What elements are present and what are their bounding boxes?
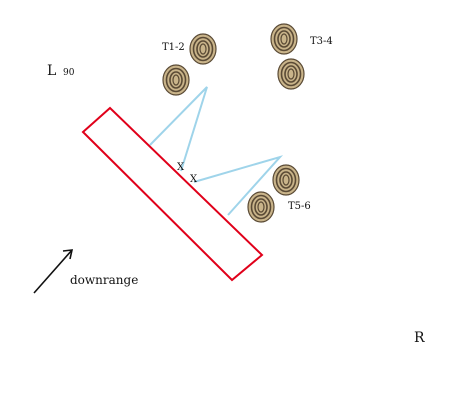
sight-line-t5-6 [193, 155, 284, 216]
shooter-mark-1: X [177, 162, 185, 173]
target-t5-lower [247, 191, 275, 223]
label-left-side: L [47, 63, 57, 79]
target-t3-upper [270, 23, 298, 55]
target-t1-lower [162, 64, 190, 96]
target-center [257, 201, 265, 213]
target-t5-upper [272, 164, 300, 196]
target-center [282, 174, 290, 186]
label-right-side: R [414, 330, 425, 346]
label-target-group-1: T1-2 [162, 42, 185, 53]
label-target-group-2: T3-4 [310, 36, 333, 47]
target-t1-upper [189, 33, 217, 65]
sight-line-t1-2 [149, 86, 208, 172]
target-center [199, 43, 207, 55]
target-center [172, 74, 180, 86]
label-target-group-3: T5-6 [288, 201, 311, 212]
label-downrange: downrange [70, 273, 139, 287]
label-left-angle: 90 [63, 68, 75, 78]
shooter-mark-2: X [190, 174, 198, 185]
target-center [287, 68, 295, 80]
target-t3-lower [277, 58, 305, 90]
downrange-arrow-icon [33, 249, 74, 294]
barricade [81, 106, 264, 282]
target-center [280, 33, 288, 45]
